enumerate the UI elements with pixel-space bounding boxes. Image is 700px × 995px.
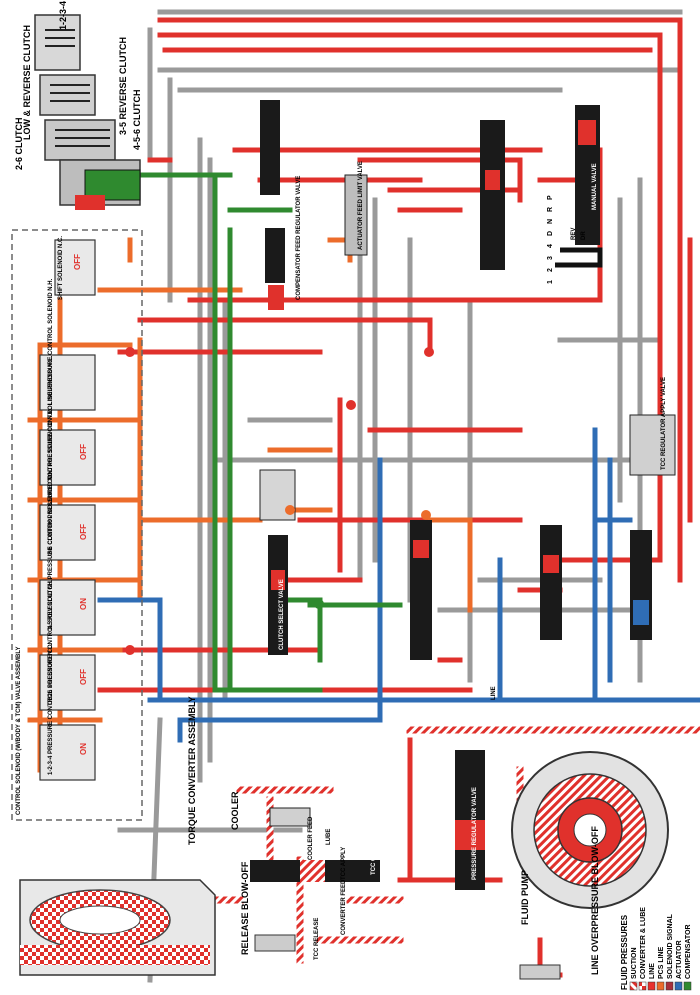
label-sol-26: 2-6 CLUTCH PRESSURE CONTROL SOLENOID N.L… xyxy=(48,408,54,555)
fluid-pump-body xyxy=(511,751,669,909)
sol-state-off: OFF xyxy=(79,669,88,685)
label-sol-shift: SHIFT SOLENOID N.C. xyxy=(58,236,64,300)
label-clutch-456: 4-5-6 CLUTCH xyxy=(132,89,142,150)
label-fluid-pump: FLUID PUMP xyxy=(520,870,530,925)
legend-swatch xyxy=(674,981,683,991)
label-release-blowoff: RELEASE BLOW-OFF xyxy=(240,861,250,955)
legend-swatch xyxy=(683,981,692,991)
prnd-letter: P xyxy=(547,195,554,200)
label-tcc-apply: TCC APPLY xyxy=(341,847,347,880)
fluid-passages xyxy=(27,9,700,983)
label-clutch-35rev: 3-5 REVERSE CLUTCH xyxy=(118,37,128,135)
label-sol-1234: 1-2-3-4 PRESSURE CONTROL SOLENOID N.L. xyxy=(48,643,54,775)
legend-label: ACTUATOR xyxy=(676,940,683,979)
legend-swatch xyxy=(665,981,674,991)
sol-state-on: ON xyxy=(79,743,88,755)
legend-swatch xyxy=(638,981,647,991)
legend-label: CONVERTER & LUBE xyxy=(640,907,647,979)
label-sol-cb: CB26 PRESSURE CONTROL SOLENOID N.L. xyxy=(48,577,54,705)
label-clutch-1234: 1-2-3-4 CLUTCH xyxy=(58,0,68,30)
legend-label: COMPENSATOR xyxy=(685,924,692,979)
label-actuator-feed: ACTUATOR FEED LIMIT VALVE xyxy=(358,161,364,250)
sol-state-off: OFF xyxy=(79,524,88,540)
label-sol-tcc: TCC PRESSURE CONTROL SOLENOID N.L. xyxy=(48,355,54,480)
label-cooler: COOLER xyxy=(230,791,240,830)
label-sol-35rev: 3-5 REV CLUTCH PRESSURE CONTROL SOLENOID… xyxy=(48,468,54,630)
label-manual-valve: MANUAL VALVE xyxy=(592,163,598,210)
prnd-indicator: P R N D 4 3 2 1 xyxy=(547,195,554,284)
label-tcc-control: TCC CONTROL VALVE xyxy=(371,811,377,875)
label-rev: REV xyxy=(571,228,577,240)
prnd-letter: D xyxy=(547,231,554,236)
label-dr: DR xyxy=(581,231,587,240)
legend-label: LINE xyxy=(649,963,656,979)
legend-swatch xyxy=(656,981,665,991)
label-clutch-select: CLUTCH SELECT VALVE xyxy=(279,579,285,650)
legend-label: SOLENOID SIGNAL xyxy=(667,913,674,979)
label-clutch-lowrev: LOW & REVERSE CLUTCH xyxy=(22,25,32,140)
label-pressure-regulator: PRESSURE REGULATOR VALVE xyxy=(472,787,478,880)
torque-converter xyxy=(19,879,216,976)
sol-state-off: OFF xyxy=(79,444,88,460)
clutch-assemblies xyxy=(34,14,141,210)
prnd-letter: N xyxy=(547,219,554,224)
label-sol-line: LINE PRESSURE CONTROL SOLENOID N.H. xyxy=(48,278,54,405)
legend-swatch xyxy=(629,981,638,991)
label-lube: LUBE xyxy=(326,829,332,845)
label-torque-converter: TORQUE CONVERTER ASSEMBLY xyxy=(187,696,197,845)
prnd-letter: R xyxy=(547,207,554,212)
legend-title: FLUID PRESSURES xyxy=(620,914,629,990)
prnd-letter: 2 xyxy=(547,268,554,272)
legend-label: PCS LINE xyxy=(658,946,665,979)
legend-swatch xyxy=(647,981,656,991)
diagram-labels: 1-2-3-4 CLUTCH LOW & REVERSE CLUTCH 3-5 … xyxy=(14,0,667,975)
label-clutch-26: 2-6 CLUTCH xyxy=(14,117,24,170)
prnd-letter: 1 xyxy=(547,280,554,284)
label-line: LINE xyxy=(491,686,497,700)
label-compensator-feed: COMPENSATOR FEED REGULATOR VALVE xyxy=(296,176,302,300)
label-line-overpressure: LINE OVERPRESSURE BLOW-OFF xyxy=(590,826,600,975)
sol-state-on: ON xyxy=(79,598,88,610)
prnd-letter: 4 xyxy=(547,244,554,248)
label-tcc-reg: TCC REGULATOR APPLY VALVE xyxy=(661,377,667,470)
label-tcc-release: TCC RELEASE xyxy=(314,918,320,960)
label-control-valve: CONTROL SOLENOID (W/BODY & TCM) VALVE AS… xyxy=(16,647,22,815)
sol-state-off: OFF xyxy=(73,254,82,270)
legend-label: SUCTION xyxy=(631,948,638,980)
prnd-letter: 3 xyxy=(547,256,554,260)
valves xyxy=(125,100,676,890)
label-cooler-feed: COOLER FEED xyxy=(308,816,314,860)
control-solenoid-assembly xyxy=(11,229,143,821)
blowoff-springs xyxy=(254,934,561,980)
label-converter-feed: CONVERTER FEED xyxy=(341,879,347,935)
